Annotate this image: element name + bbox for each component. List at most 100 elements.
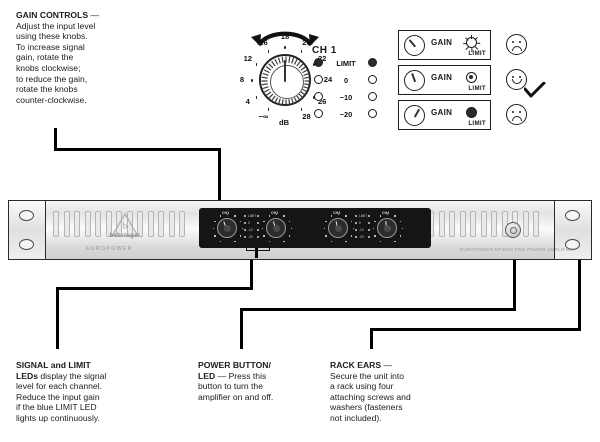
knob-scale-label-8: 24 [323, 75, 333, 84]
amp-meter-label-1-3: -20 [359, 235, 364, 239]
callout-rack-line-4: not included). [330, 412, 382, 423]
behringer-triangle-logo: b [110, 212, 140, 237]
callout-rack-line-2: attaching screws and [330, 391, 411, 402]
amp-channel-label-2: CH3 [333, 211, 341, 215]
state-panel-1-gain-knob[interactable] [404, 70, 425, 91]
knob-scale-label-3: 12 [243, 53, 253, 63]
led-label-1: 0 [343, 76, 349, 85]
limit-ray-6 [463, 42, 468, 45]
callout-gain-line-0: Adjust the input level [16, 20, 96, 31]
knob-tick-3 [255, 62, 258, 66]
callout-gain-line-7: counter-clockwise. [16, 94, 87, 105]
amp-gain-knob-1[interactable] [266, 218, 286, 238]
vent-slot [105, 211, 112, 237]
series-wordmark: EUROPOWER [86, 246, 133, 252]
amp-knob-3-scale-dot [379, 215, 382, 217]
amp-knob-1-scale-dot [283, 215, 285, 217]
state-panel-2-gain-knob[interactable] [404, 105, 425, 126]
amp-meter-led-0-3-b [257, 236, 260, 239]
amp-gain-knob-0[interactable] [217, 218, 237, 238]
rack-ear-right[interactable] [554, 200, 592, 260]
callout-signal-limit-leds: SIGNAL and LIMIT LEDs display the signal… [16, 360, 146, 424]
state-panel-2-limit-label: LIMIT [468, 120, 486, 127]
vent-slot [53, 211, 59, 237]
state-panel-0-gain-knob[interactable] [404, 35, 425, 56]
face-icon-happy-1 [506, 69, 527, 90]
knob-tick-9 [312, 95, 315, 99]
face-eye-right [518, 40, 522, 44]
leader-line-signal-vertical-1 [250, 258, 253, 290]
callout-gain-line-3: gain, rotate the [16, 52, 74, 63]
amp-gain-knob-2[interactable] [328, 218, 348, 238]
amp-knob-1-scale-dot [268, 240, 271, 242]
led-left-1 [314, 75, 323, 84]
callout-gain-line-4: knobs clockwise; [16, 62, 81, 73]
state-panel-0-limit-label: LIMIT [468, 50, 486, 57]
knob-scale-label-9: 26 [317, 96, 327, 106]
limit-ray-0 [470, 35, 473, 39]
amp-knob-0-scale-dot [214, 235, 216, 237]
amp-meter-label-0-2: -10 [248, 228, 253, 232]
amp-knob-0-scale-dot [227, 213, 229, 215]
vent-slot [480, 211, 487, 237]
knob-scale-label-10: 28 [302, 112, 311, 122]
amp-knob-0-scale-dot [219, 215, 222, 217]
amp-knob-1-scale-dot [276, 213, 278, 215]
led-cluster-bracket-stem [255, 248, 258, 258]
amp-gain-knob-3[interactable] [377, 218, 397, 238]
amp-knob-1-scale-dot [263, 235, 265, 237]
knob-scale-label-0: −∞ [258, 112, 269, 122]
vent-slot [95, 211, 101, 237]
amplifier-unit: b behringer EUROPOWER EUROPOWER EP4000 P… [8, 200, 592, 260]
amp-channel-label-0: CH1 [222, 211, 230, 215]
amp-knob-1-scale-dot [261, 228, 263, 230]
amp-knob-2-scale-dot [345, 240, 347, 242]
amp-knob-3-scale-dot [394, 240, 396, 242]
rack-ear-hole-bottom-right [565, 239, 580, 250]
amp-meter-led-0-0-a [244, 215, 247, 218]
amp-knob-2-scale-dot [350, 220, 352, 223]
amp-knob-2-scale-dot [330, 240, 333, 242]
amp-meter-led-1-2-a [355, 229, 358, 232]
vent-slot [522, 211, 529, 237]
amp-knob-3-scale-dot [379, 240, 382, 242]
state-panel-1-gain-label: GAIN [431, 73, 453, 82]
amp-knob-3-scale-dot [394, 215, 396, 217]
power-button[interactable] [505, 222, 521, 238]
amp-knob-2-scale-dot [338, 213, 340, 215]
amp-knob-3-scale-dot [387, 213, 389, 215]
callout-signal-line-2: Reduce the input gain [16, 391, 100, 402]
amp-knob-1-scale-dot [288, 220, 290, 223]
led-left-0 [314, 58, 323, 67]
limit-ray-1 [474, 36, 479, 41]
limit-lamp-off [466, 107, 477, 118]
knob-tick-1 [255, 95, 258, 99]
amp-knob-0-scale-dot [214, 220, 216, 223]
leader-line-gain-horizontal [54, 148, 221, 151]
amp-knob-0-scale-dot [234, 215, 236, 217]
led-left-3 [314, 109, 323, 118]
face-icon-sad-0 [506, 34, 527, 55]
face-mouth [511, 116, 522, 121]
callout-rack-dash: — [381, 360, 393, 370]
amp-knob-1-scale-dot [290, 228, 292, 230]
callout-signal-line-3: if the blue LIMIT LED [16, 402, 97, 413]
rack-ear-left[interactable] [8, 200, 46, 260]
vent-slot [470, 211, 476, 237]
vent-slot [179, 211, 185, 237]
led-right-3 [368, 109, 377, 118]
amp-knob-1-scale-dot [288, 235, 290, 237]
callout-power-heading: POWER BUTTON/ [198, 360, 271, 370]
gain-knob-face[interactable] [259, 54, 311, 106]
amp-knob-2-scale-dot [323, 228, 325, 230]
vent-slot [449, 211, 455, 237]
callout-rack-line-0: Secure the unit into [330, 370, 405, 381]
vent-slot [137, 211, 143, 237]
amp-meter-led-1-2-b [368, 229, 371, 232]
amp-knob-0-scale-dot [241, 228, 243, 230]
amp-meter-led-1-3-b [368, 236, 371, 239]
knob-tick-7 [312, 62, 315, 66]
amp-meter-label-0-0: LIMIT [248, 214, 257, 218]
